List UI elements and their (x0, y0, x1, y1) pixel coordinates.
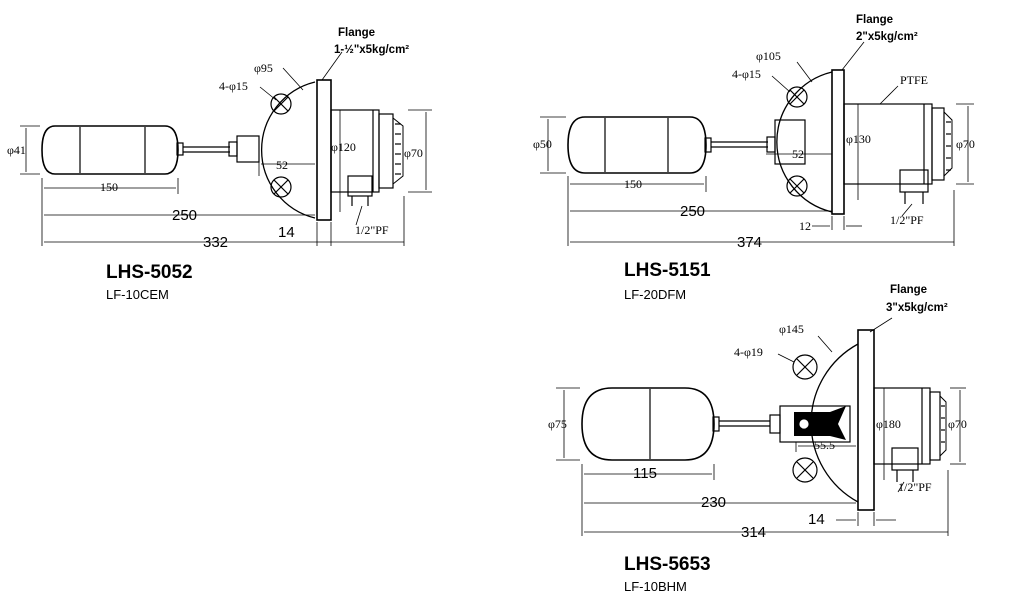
bolt-holes-label: 4-φ15 (732, 67, 761, 81)
flange-dia-label: φ120 (331, 140, 356, 154)
bolt-circle-label: φ95 (254, 61, 273, 75)
conduit-port (891, 447, 919, 471)
bolt-hole (270, 93, 292, 115)
model-title: LHS-5653 (624, 554, 711, 575)
flange-title: Flange (338, 27, 375, 39)
port-label: 1/2"PF (890, 213, 924, 227)
cap (929, 391, 941, 461)
float-dia-label: φ75 (548, 417, 567, 431)
float-body (567, 116, 707, 174)
switch-element (794, 406, 846, 440)
flange-plate (831, 69, 845, 215)
flange-plate (316, 79, 332, 221)
bolt-hole (792, 457, 818, 483)
cap (931, 107, 945, 181)
stem-housing (774, 119, 806, 165)
conduit-port (899, 169, 929, 193)
thickness-label: 12 (799, 219, 811, 233)
head-dia-label: φ70 (404, 146, 423, 160)
float-dia-label: φ41 (7, 143, 26, 157)
flange-plate (857, 329, 875, 511)
stem-housing (236, 135, 260, 163)
cap-ribs (392, 117, 404, 185)
cap (378, 113, 394, 189)
drawing-lhs-5151 (540, 41, 974, 246)
conduit-port (347, 175, 373, 197)
flange-spec: 3"x5kg/cm² (886, 302, 948, 314)
drawing-lhs-5653 (556, 317, 966, 536)
flange-spec: 1-½"x5kg/cm² (334, 44, 409, 56)
stem-coupling (228, 141, 238, 157)
model-code: LF-10BHM (624, 579, 687, 594)
model-title: LHS-5052 (106, 262, 193, 283)
bolt-circle-label: φ105 (756, 49, 781, 63)
flange-arc (810, 343, 859, 503)
stem-len-label: 55.5 (814, 438, 835, 452)
float-len-label: 115 (633, 465, 657, 482)
len-a-label: 250 (172, 207, 197, 224)
model-code: LF-20DFM (624, 287, 686, 302)
bolt-circle-label: φ145 (779, 322, 804, 336)
float-stem-cap (176, 142, 184, 156)
head-dia-label: φ70 (956, 137, 975, 151)
flange-dia-label: φ180 (876, 417, 901, 431)
bolt-hole (270, 176, 292, 198)
stem-housing (779, 405, 851, 443)
flange-title: Flange (856, 14, 893, 26)
float-body (581, 387, 715, 461)
float-len-label: 150 (624, 177, 642, 191)
stem-len-label: 52 (276, 158, 288, 172)
stem-len-label: 52 (792, 147, 804, 161)
bolt-holes-label: 4-φ15 (219, 79, 248, 93)
model-title: LHS-5151 (624, 260, 711, 281)
overall-label: 374 (737, 234, 762, 251)
float-dia-label: φ50 (533, 137, 552, 151)
model-code: LF-10CEM (106, 287, 169, 302)
bolt-holes-label: 4-φ19 (734, 345, 763, 359)
len-a-label: 230 (701, 494, 726, 511)
bolt-hole (786, 86, 808, 108)
flange-title: Flange (890, 284, 927, 296)
len-a-label: 250 (680, 203, 705, 220)
flange-spec: 2"x5kg/cm² (856, 31, 918, 43)
bolt-hole (786, 175, 808, 197)
overall-label: 314 (741, 524, 766, 541)
float-body (41, 125, 179, 175)
flange-arc (776, 71, 833, 213)
drawing-lhs-5052 (20, 51, 432, 246)
port-label: 1/2"PF (355, 223, 389, 237)
head-dia-label: φ70 (948, 417, 967, 431)
port-label: 1/2"PF (898, 480, 932, 494)
thickness-label: 14 (808, 511, 825, 528)
float-len-label: 150 (100, 180, 118, 194)
overall-label: 332 (203, 234, 228, 251)
flange-dia-label: φ130 (846, 132, 871, 146)
flange-arc (261, 81, 316, 219)
bolt-hole (792, 354, 818, 380)
material-label: PTFE (900, 73, 928, 87)
thickness-label: 14 (278, 224, 295, 241)
